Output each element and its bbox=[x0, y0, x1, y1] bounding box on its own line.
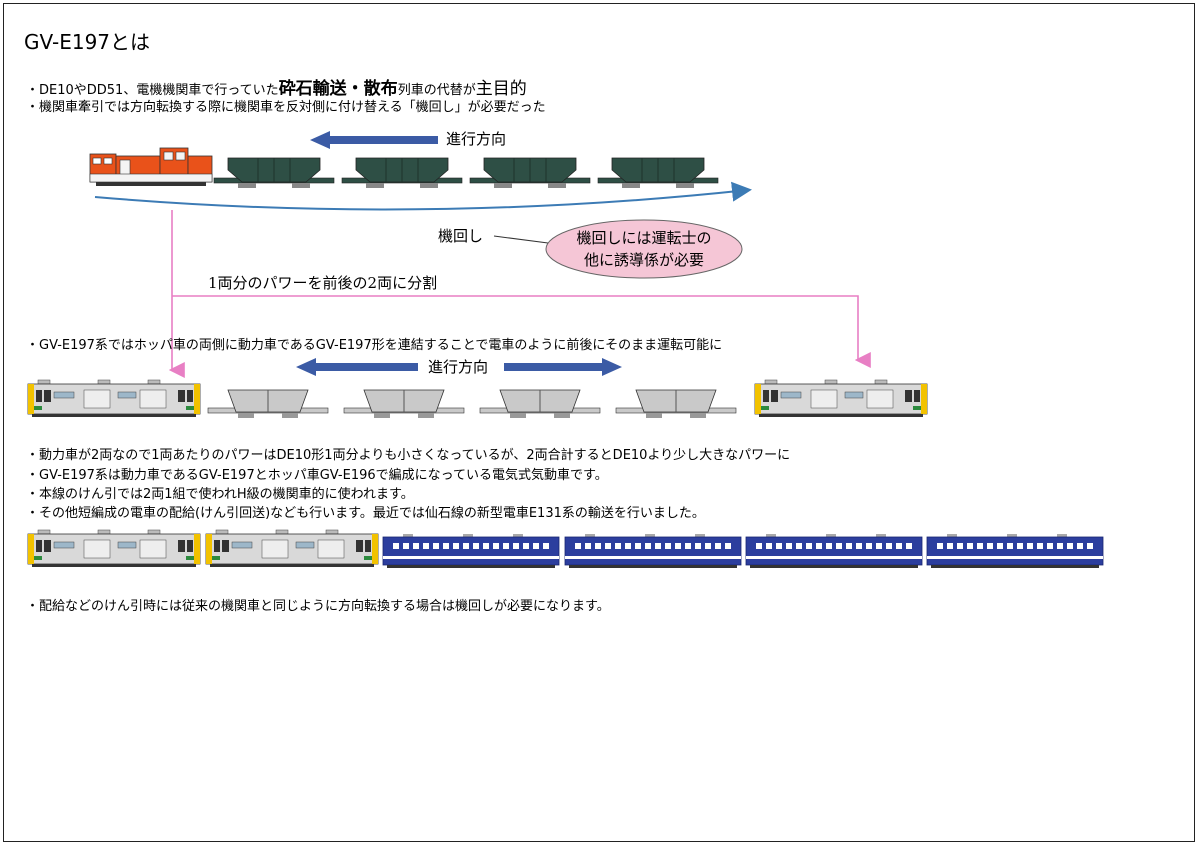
direction-label-2: 進行方向 bbox=[428, 358, 489, 376]
hopper-car-icon bbox=[615, 389, 737, 419]
hopper-car-icon bbox=[341, 157, 463, 189]
e131-train-icon bbox=[926, 533, 1104, 569]
intro-line-1-prefix: ・DE10やDD51、電機機関車で行っていた bbox=[26, 83, 279, 98]
hopper-car-icon bbox=[597, 157, 719, 189]
note-line-3: ・本線のけん引では2両1組で使われH級の機関車的に使われます。 bbox=[26, 487, 414, 502]
intro-line-1-bold: 砕石輸送・散布 bbox=[278, 79, 398, 99]
kimawashi-curve-arrow bbox=[94, 181, 752, 211]
split-label: 1両分のパワーを前後の2両に分割 bbox=[208, 274, 438, 292]
note-line-2: ・GV-E197系は動力車であるGV-E197とホッパ車GV-E196で編成にな… bbox=[26, 468, 608, 483]
kimawashi-bubble: 機回しには運転士の 他に誘導係が必要 bbox=[546, 221, 742, 277]
intro-line-2: ・機関車牽引では方向転換する際に機関車を反対側に付け替える「機回し」が必要だった bbox=[26, 100, 546, 115]
hopper-car-icon bbox=[469, 157, 591, 189]
final-note: ・配給などのけん引時には従来の機関車と同じように方向転換する場合は機回しが必要に… bbox=[26, 599, 610, 614]
de10-locomotive-icon bbox=[89, 147, 213, 187]
slide-frame bbox=[3, 3, 1195, 842]
direction-arrow-left bbox=[310, 131, 438, 149]
gv-e197-railcar-icon bbox=[754, 379, 928, 418]
direction-arrow-left-2 bbox=[296, 358, 418, 376]
direction-label-1: 進行方向 bbox=[446, 130, 507, 148]
gv-e197-railcar-icon bbox=[205, 529, 379, 568]
hopper-car-icon bbox=[479, 389, 601, 419]
e131-train-icon bbox=[745, 533, 923, 569]
intro-line-1-tail: 主目的 bbox=[475, 79, 527, 99]
direction-arrow-right-2 bbox=[504, 358, 622, 376]
gv-description-line: ・GV-E197系ではホッパ車の両側に動力車であるGV-E197形を連結すること… bbox=[26, 338, 723, 353]
page-title: GV-E197とは bbox=[24, 30, 151, 54]
bubble-line-1: 機回しには運転士の bbox=[576, 229, 712, 247]
bubble-line-2: 他に誘導係が必要 bbox=[583, 251, 704, 269]
note-line-1: ・動力車が2両なので1両あたりのパワーはDE10形1両分よりも小さくなっているが… bbox=[26, 448, 791, 463]
kimawashi-label: 機回し bbox=[438, 227, 484, 245]
hopper-car-icon bbox=[343, 389, 465, 419]
hopper-car-icon bbox=[213, 157, 335, 189]
gv-e197-railcar-icon bbox=[27, 379, 201, 418]
gv-e197-railcar-icon bbox=[27, 529, 201, 568]
bubble-leader-line bbox=[493, 235, 549, 244]
note-line-4: ・その他短編成の電車の配給(けん引回送)なども行います。最近では仙石線の新型電車… bbox=[26, 506, 705, 521]
intro-line-1: ・DE10やDD51、電機機関車で行っていた砕石輸送・散布列車の代替が主目的 bbox=[26, 74, 527, 99]
e131-train-icon bbox=[382, 533, 560, 569]
e131-train-icon bbox=[564, 533, 742, 569]
bubble-ellipse bbox=[545, 219, 743, 279]
split-arrow-right bbox=[172, 295, 871, 368]
intro-line-1-mid: 列車の代替が bbox=[397, 83, 476, 98]
hopper-car-icon bbox=[207, 389, 329, 419]
